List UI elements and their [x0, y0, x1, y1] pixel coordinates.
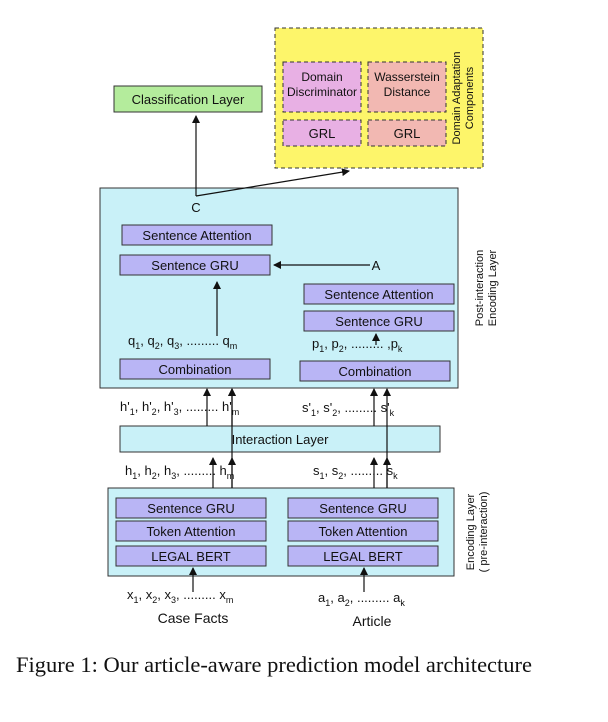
right-encoding-sentence-gru-label: Sentence GRU	[319, 501, 406, 516]
left-legal-bert-label: LEGAL BERT	[151, 549, 231, 564]
a-sequence-label: a1, a2, ......... ak	[318, 590, 405, 608]
domain-discriminator-line1: Domain	[301, 70, 342, 84]
right-combination-label: Combination	[339, 364, 412, 379]
p-sequence-label: p1, p2, ......... ,pk	[312, 336, 403, 354]
post-interaction-label-line2: Encoding Layer	[487, 249, 499, 326]
classification-layer-label: Classification Layer	[132, 92, 245, 107]
right-legal-bert-box	[287, 545, 439, 567]
interaction-layer-label: Interaction Layer	[232, 432, 330, 447]
s-sequence-label: s1, s2, ......... sk	[313, 463, 398, 481]
s-prime-sequence-label: s'1, s'2, ......... s'k	[302, 400, 395, 418]
right-encoding-sentence-gru-box	[287, 497, 439, 519]
h-sequence-label: h1, h2, h3, ......... hm	[125, 463, 234, 481]
domain-adaptation-components: Domain Discriminator Wasserstein Distanc…	[274, 27, 484, 169]
grl-right-label: GRL	[394, 126, 421, 141]
left-token-attention-label: Token Attention	[147, 524, 236, 539]
domain-adaptation-title-line1: Domain Adaptation	[451, 52, 463, 145]
right-sentence-attention-label: Sentence Attention	[324, 287, 433, 302]
left-sentence-gru-box	[119, 254, 271, 276]
grl-left-label: GRL	[309, 126, 336, 141]
domain-discriminator-box	[282, 61, 362, 113]
left-sentence-attention-label: Sentence Attention	[142, 228, 251, 243]
right-token-attention-label: Token Attention	[319, 524, 408, 539]
left-legal-bert-box	[115, 545, 267, 567]
right-sentence-attention-box	[303, 283, 455, 305]
encoding-layer-label-line2: ( pre-interaction)	[478, 492, 490, 573]
left-combination-label: Combination	[159, 362, 232, 377]
left-encoding-sentence-gru-box	[115, 497, 267, 519]
right-combination-box	[299, 360, 451, 382]
right-sentence-gru-label: Sentence GRU	[335, 314, 422, 329]
c-label: C	[191, 200, 200, 215]
a-label: A	[372, 258, 381, 273]
post-interaction-label-line1: Post-interaction	[474, 250, 486, 326]
wasserstein-line1: Wasserstein	[374, 70, 440, 84]
domain-adaptation-title-line2: Components	[464, 66, 476, 129]
classification-layer-box	[113, 85, 263, 113]
right-sentence-gru-box	[303, 310, 455, 332]
article-label: Article	[353, 613, 392, 629]
domain-discriminator-line2: Discriminator	[287, 85, 357, 99]
left-sentence-attention-box	[121, 224, 273, 246]
encoding-layer-label-line1: Encoding Layer	[465, 493, 477, 570]
left-sentence-gru-label: Sentence GRU	[151, 258, 238, 273]
right-token-attention-box	[287, 520, 439, 542]
case-facts-label: Case Facts	[158, 610, 229, 626]
architecture-diagram: Domain Discriminator Wasserstein Distanc…	[99, 27, 499, 629]
figure-caption: Figure 1: Our article-aware prediction m…	[16, 652, 533, 677]
left-combination-box	[119, 358, 271, 380]
encoding-layer: Encoding Layer ( pre-interaction) Senten…	[107, 487, 490, 577]
wasserstein-distance-box	[367, 61, 447, 113]
grl-left-box	[282, 119, 362, 147]
left-encoding-sentence-gru-label: Sentence GRU	[147, 501, 234, 516]
x-sequence-label: x1, x2, x3, ......... xm	[127, 587, 233, 605]
left-token-attention-box	[115, 520, 267, 542]
post-interaction-encoding-layer: Post-interaction Encoding Layer C Senten…	[99, 187, 499, 389]
h-prime-sequence-label: h'1, h'2, h'3, ......... h'm	[120, 399, 239, 417]
wasserstein-line2: Distance	[384, 85, 431, 99]
arrow-c-to-domain-adaptation	[195, 168, 350, 197]
connector-arrows	[189, 115, 391, 592]
right-legal-bert-label: LEGAL BERT	[323, 549, 403, 564]
grl-right-box	[367, 119, 447, 147]
